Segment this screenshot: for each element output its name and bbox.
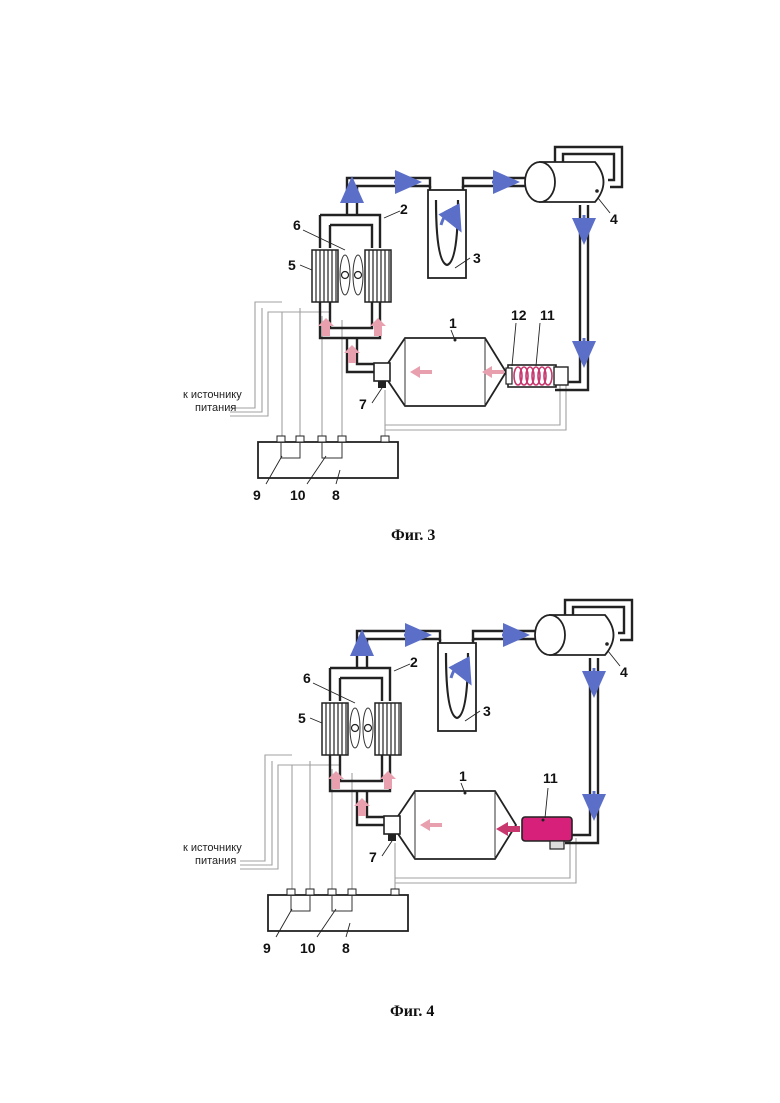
part-number-4: 4: [610, 211, 618, 227]
part-number-3: 3: [483, 703, 491, 719]
part-number-10: 10: [290, 487, 306, 503]
part-number-2: 2: [400, 201, 408, 217]
part-number-9: 9: [253, 487, 261, 503]
heater-11: [522, 817, 572, 849]
part-number-8: 8: [342, 940, 350, 956]
part-number-6: 6: [293, 217, 301, 233]
figure-3: 1 2 3 4 5 6 7 8 9 10 11 12 к источнику п…: [183, 147, 622, 544]
part-number-10: 10: [300, 940, 316, 956]
power-source-label-2: питания: [195, 855, 236, 867]
part-number-2: 2: [410, 654, 418, 670]
heater-11-housing-12: [506, 365, 568, 387]
part-number-11: 11: [543, 770, 558, 786]
receiver-tank-4: [535, 600, 632, 655]
part-number-4: 4: [620, 664, 628, 680]
part-number-1: 1: [459, 768, 467, 784]
figure-4: 1 2 3 4 5 6 7 8 9 10 11 к источнику пита…: [183, 600, 632, 1020]
valve-7: [384, 816, 400, 841]
part-number-5: 5: [288, 257, 296, 273]
part-number-1: 1: [449, 315, 457, 331]
compressor-1: [392, 791, 516, 859]
condenser-unit-5-6: [312, 250, 391, 302]
valve-7: [374, 363, 390, 388]
figure-caption: Фиг. 3: [391, 527, 435, 544]
part-number-7: 7: [359, 396, 367, 412]
part-number-6: 6: [303, 670, 311, 686]
part-number-9: 9: [263, 940, 271, 956]
part-number-5: 5: [298, 710, 306, 726]
receiver-tank-4: [525, 147, 622, 202]
part-number-8: 8: [332, 487, 340, 503]
part-number-3: 3: [473, 250, 481, 266]
power-source-label: к источнику: [183, 842, 242, 854]
part-number-7: 7: [369, 849, 377, 865]
part-number-12: 12: [511, 307, 527, 323]
power-source-label: к источнику: [183, 389, 242, 401]
control-unit-8: [258, 436, 398, 478]
control-unit-8: [268, 889, 408, 931]
part-number-11: 11: [540, 307, 555, 323]
condenser-unit-5-6: [322, 703, 401, 755]
power-source-label-2: питания: [195, 402, 236, 414]
figure-caption: Фиг. 4: [390, 1003, 434, 1020]
